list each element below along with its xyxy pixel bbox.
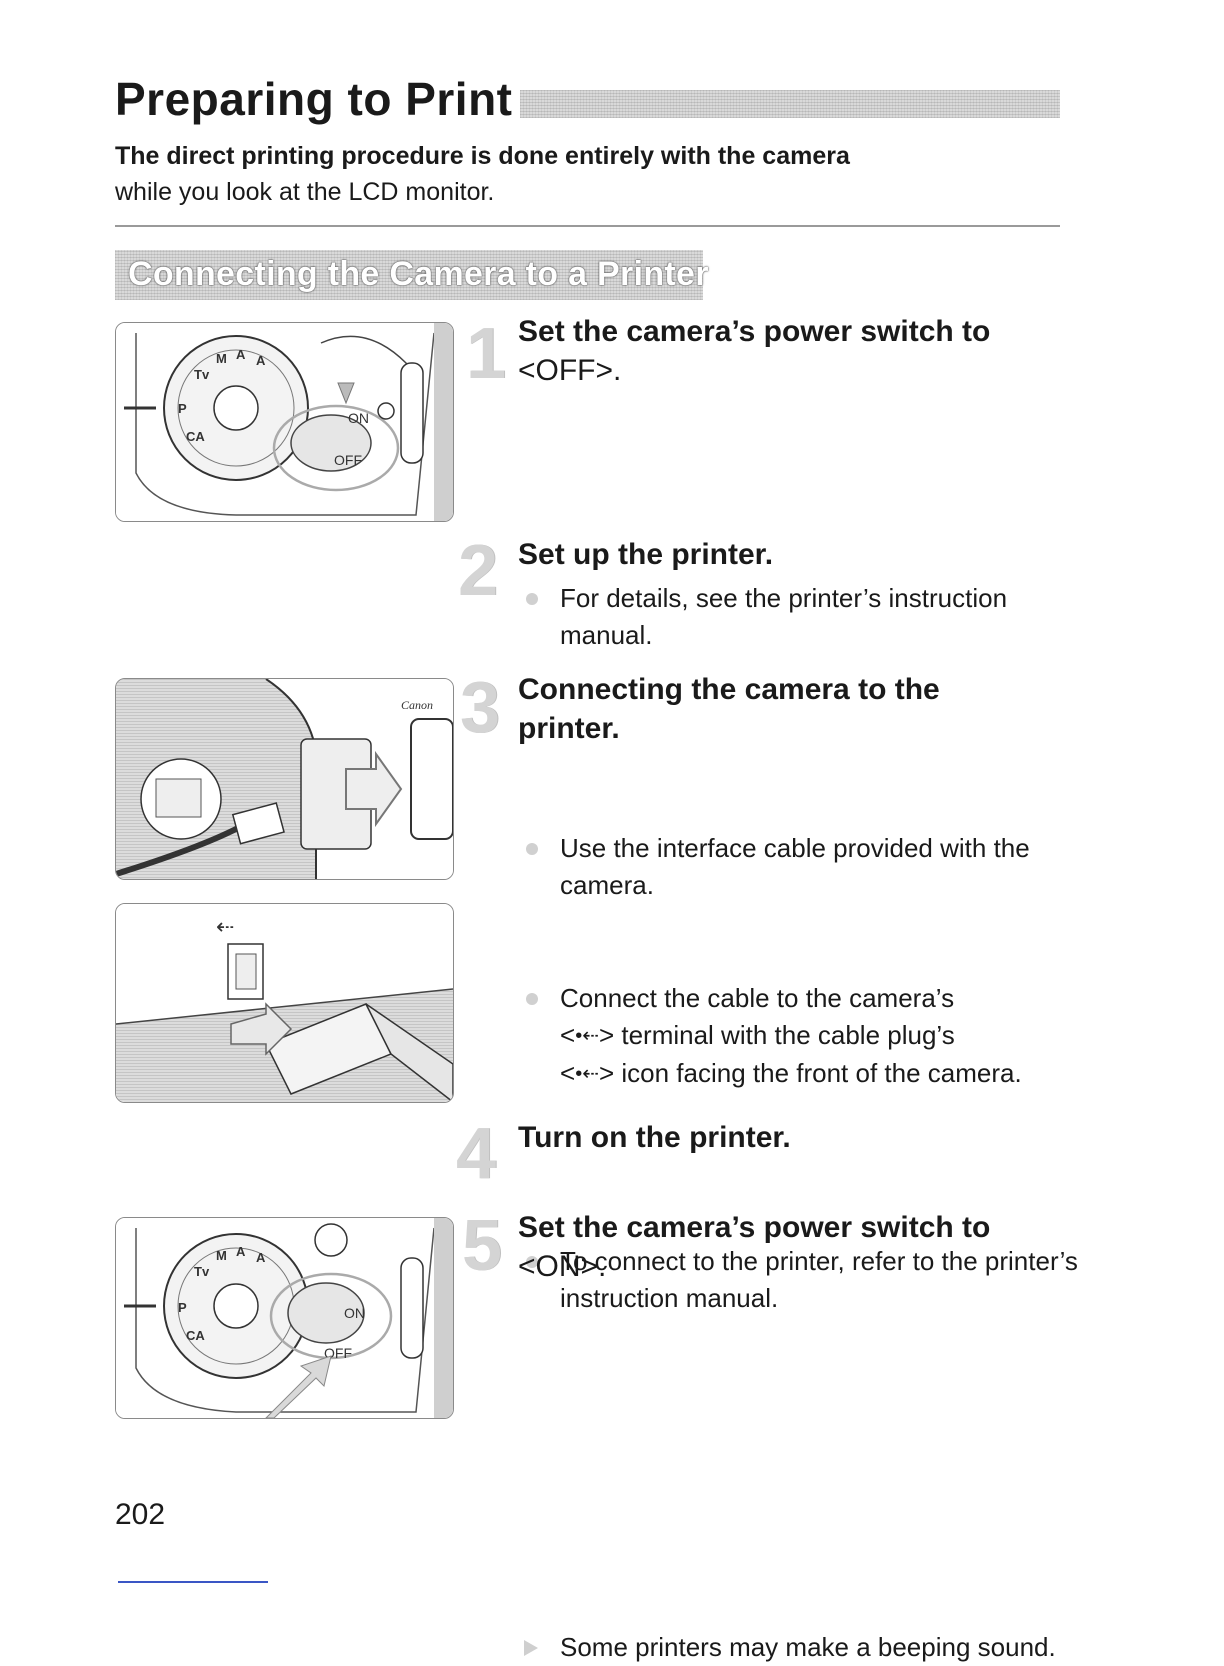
svg-text:Tv: Tv [194,367,210,382]
dial-off-label: OFF [334,452,362,468]
svg-text:A: A [256,353,266,368]
title-decoration-bar [520,90,1060,118]
bullet-circle-icon [526,593,538,605]
svg-text:A: A [236,347,246,362]
step-2-bullet: For details, see the printer’s instructi… [518,580,1080,654]
svg-text:Tv: Tv [194,1264,210,1279]
step-3-bullet-2: Connect the cable to the camera’s <•⇠> t… [518,980,1080,1093]
svg-text:CA: CA [186,1328,205,1343]
result-arrow-icon [524,1640,538,1656]
figure-usb-plug: ⇠ [115,903,454,1103]
step-number-3: 3 [460,668,501,748]
step-1-heading: Set the camera’s power switch to <OFF>. [518,312,1058,390]
svg-text:M: M [216,351,227,366]
step-number-4: 4 [456,1114,497,1194]
camera-cable-illustration: Canon [116,679,453,879]
step-1-heading-text: Set the camera’s power switch to [518,315,991,348]
step-3-bullet-1: Use the interface cable provided with th… [518,830,1080,904]
usb-plug-illustration: ⇠ [116,904,453,1102]
page-number: 202 [115,1498,166,1531]
intro-bold-text: The direct printing procedure is done en… [115,142,850,170]
step-3-heading: Connecting the camera to the printer. [518,673,940,745]
dial-on-label: ON [348,410,369,426]
usb-terminal-icon: •⇠ [575,1025,599,1047]
svg-text:P: P [178,1300,187,1315]
svg-text:A: A [236,1244,246,1259]
step-2-heading: Set up the printer. [518,538,774,571]
step-number-5: 5 [462,1206,503,1286]
step-4-heading: Turn on the printer. [518,1121,791,1154]
svg-text:M: M [216,1248,227,1263]
section-header-bar [115,250,703,300]
brand-label: Canon [401,698,433,712]
svg-text:CA: CA [186,429,205,444]
dial-on-label: ON [344,1305,365,1321]
figure-camera-cable: Canon [115,678,454,880]
step-5-heading-text: Set the camera’s power switch to [518,1211,991,1244]
divider [115,225,1060,227]
step-1-heading-sub: <OFF>. [518,354,622,387]
section-title: Connecting the Camera to a Printer [128,255,709,293]
bullet-circle-icon [526,843,538,855]
step-5-bullet: Some printers may make a beeping sound. [518,1629,1080,1666]
bullet-circle-icon [526,1256,538,1268]
step-3-bullet-3: To connect to the printer, refer to the … [518,1243,1080,1317]
footer-link-underline [118,1581,268,1583]
usb-terminal-icon: ⇠ [216,915,234,940]
step-number-2: 2 [458,531,499,611]
step-number-1: 1 [466,314,507,394]
step-5-heading: Set the camera’s power switch to <ON>. [518,1208,1058,1286]
svg-text:A: A [256,1250,266,1265]
intro-regular-text: while you look at the LCD monitor. [115,178,495,206]
bullet-circle-icon [526,993,538,1005]
usb-terminal-icon: •⇠ [575,1063,599,1085]
svg-text:P: P [178,401,187,416]
step-5-heading-sub: <ON>. [518,1250,607,1283]
page-title: Preparing to Print [115,73,513,125]
